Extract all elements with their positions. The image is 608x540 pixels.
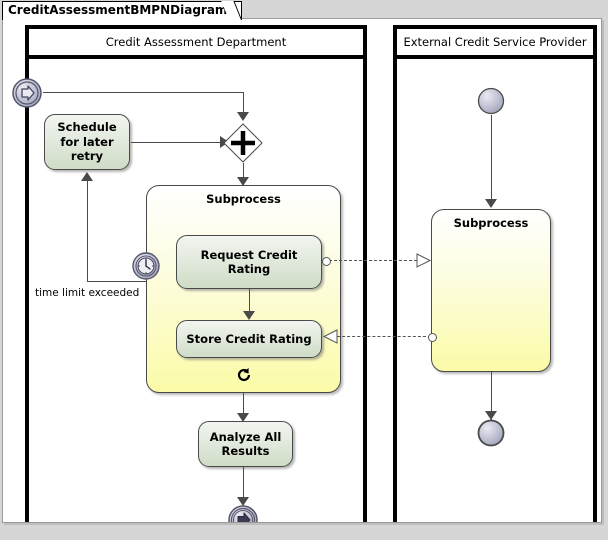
pool-credit-assessment-label: Credit Assessment Department (105, 35, 287, 49)
msgflow-request-source-marker (322, 257, 331, 266)
task-analyze-all-results[interactable]: Analyze All Results (198, 421, 293, 467)
label-time-limit-exceeded: time limit exceeded (35, 287, 140, 299)
msgflow-response[interactable] (337, 336, 431, 337)
task-schedule-retry[interactable]: Schedule for later retry (44, 114, 130, 170)
flow-right-start-to-subprocess (491, 115, 492, 207)
flow-timer-v (87, 181, 88, 281)
pool-external-provider[interactable]: External Credit Service Provider (393, 25, 597, 522)
subprocess-external[interactable]: Subprocess (431, 209, 551, 372)
flow-request-to-store (249, 289, 250, 317)
start-event-none[interactable] (477, 87, 505, 119)
pool-external-provider-header: External Credit Service Provider (397, 29, 593, 59)
msgflow-response-source-marker (428, 333, 437, 342)
circle-icon (477, 419, 505, 447)
subprocess-external-label: Subprocess (453, 216, 529, 230)
flow-start-to-gateway-arrowhead (237, 112, 249, 121)
diagram-tab[interactable]: CreditAssessmentBMPNDiagram (2, 1, 243, 20)
flow-subprocess-to-analyze-arrowhead (237, 413, 249, 422)
flow-schedule-to-gateway (131, 142, 222, 143)
subprocess-credit-rating[interactable]: Subprocess (146, 185, 341, 393)
loop-marker-icon (235, 366, 253, 388)
flow-analyze-to-end (243, 467, 244, 505)
task-request-credit-rating-label: Request Credit Rating (200, 247, 298, 276)
flow-analyze-to-end-arrowhead (237, 497, 249, 506)
task-schedule-retry-label: Schedule for later retry (57, 120, 117, 164)
timer-boundary-event[interactable] (131, 251, 161, 285)
pool-credit-assessment-header: Credit Assessment Department (29, 29, 363, 59)
start-event-message[interactable] (11, 77, 43, 113)
diagram-canvas[interactable]: Credit Assessment Department External Cr… (2, 18, 602, 523)
flow-request-to-store-arrowhead (243, 311, 255, 320)
flow-right-subprocess-to-end (491, 372, 492, 420)
end-event-message[interactable] (227, 504, 259, 522)
task-store-credit-rating-label: Store Credit Rating (186, 331, 312, 346)
msgflow-response-arrowhead (322, 329, 338, 344)
task-store-credit-rating[interactable]: Store Credit Rating (176, 320, 322, 358)
pool-credit-assessment[interactable]: Credit Assessment Department (25, 25, 367, 522)
flow-timer-stub (146, 281, 147, 283)
flow-right-subprocess-to-end-arrowhead (485, 411, 497, 420)
pool-external-provider-label: External Credit Service Provider (403, 35, 587, 49)
flow-gateway-to-subprocess-arrowhead (237, 177, 249, 186)
message-end-icon (228, 505, 258, 522)
timer-icon (132, 252, 160, 280)
subprocess-credit-rating-label: Subprocess (206, 192, 281, 206)
task-request-credit-rating[interactable]: Request Credit Rating (176, 235, 322, 289)
task-analyze-all-results-label: Analyze All Results (209, 429, 282, 458)
flow-subprocess-to-analyze (243, 393, 244, 419)
flow-timer-arrowhead (81, 172, 93, 181)
msgflow-request[interactable] (329, 260, 427, 261)
parallel-gateway-icon (223, 123, 263, 163)
flow-start-to-gateway-h (43, 92, 243, 93)
msgflow-request-arrowhead (416, 253, 432, 268)
message-start-icon (12, 78, 42, 108)
tab-skew-edge (221, 1, 243, 20)
flow-timer-h (87, 281, 147, 282)
diagram-tab-label: CreditAssessmentBMPNDiagram (8, 3, 228, 17)
flow-start-to-gateway-v (243, 92, 244, 114)
flow-gateway-to-subprocess (243, 163, 244, 183)
circle-icon (477, 87, 505, 115)
flow-right-start-to-subprocess-arrowhead (485, 199, 497, 208)
gateway-parallel[interactable] (223, 123, 263, 167)
end-event-none[interactable] (477, 419, 505, 451)
